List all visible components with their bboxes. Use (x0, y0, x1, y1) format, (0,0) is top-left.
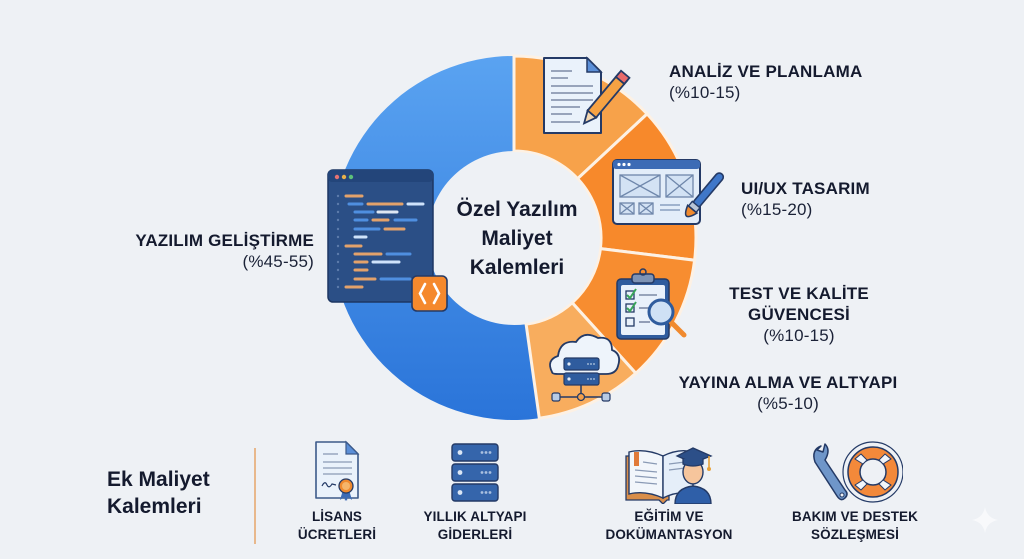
code-editor-icon (327, 169, 448, 312)
center-title-line-3: Kalemleri (469, 256, 565, 279)
label-uiux: UI/UX TASARIM (%15-20) (741, 178, 870, 220)
extra-item-altyapi: YILLIK ALTYAPI GİDERLERİ (410, 438, 540, 544)
extra-costs-title: Ek Maliyet Kalemleri (107, 466, 210, 520)
book-graduate-icon (588, 438, 750, 504)
label-yayina: YAYINA ALMA VE ALTYAPI (%5-10) (662, 372, 914, 414)
label-yazilim: YAZILIM GELİŞTİRME (%45-55) (116, 230, 314, 272)
extra-item-altyapi-line-1: YILLIK ALTYAPI (423, 509, 527, 524)
extra-item-bakim-line-2: SÖZLEŞMESİ (810, 527, 899, 542)
document-pencil-icon (543, 56, 631, 134)
donut-hole (428, 152, 600, 324)
wrench-lifebuoy-icon (776, 438, 934, 504)
label-analiz-range: (%10-15) (669, 83, 741, 102)
extra-item-lisans-line-2: ÜCRETLERİ (297, 527, 377, 542)
wireframe-brush-icon (612, 159, 725, 225)
extra-item-egitim: EĞİTİM VE DOKÜMANTASYON (588, 438, 750, 544)
segment-yazilim-gelistirme (331, 55, 540, 420)
extra-item-altyapi-line-2: GİDERLERİ (437, 527, 513, 542)
label-analiz-title: ANALİZ VE PLANLAMA (669, 62, 863, 81)
label-uiux-range: (%15-20) (741, 200, 813, 219)
extra-costs-title-line-1: Ek Maliyet (107, 468, 210, 491)
extra-item-bakim: BAKIM VE DESTEK SÖZLEŞMESİ (776, 438, 934, 544)
license-certificate-icon (282, 438, 392, 504)
donut-center-title: Özel Yazılım Maliyet Kalemleri (434, 195, 600, 282)
extra-costs-title-line-2: Kalemleri (107, 495, 202, 518)
label-test-title-1: TEST VE KALİTE (729, 284, 869, 303)
extra-item-bakim-line-1: BAKIM VE DESTEK (791, 509, 918, 524)
label-yazilim-title: YAZILIM GELİŞTİRME (135, 231, 314, 250)
center-title-line-1: Özel Yazılım (456, 198, 578, 221)
label-test: TEST VE KALİTE GÜVENCESİ (%10-15) (712, 283, 886, 346)
label-analiz: ANALİZ VE PLANLAMA (%10-15) (669, 61, 862, 103)
label-uiux-title: UI/UX TASARIM (741, 179, 870, 198)
label-yayina-title: YAYINA ALMA VE ALTYAPI (678, 373, 898, 392)
code-brackets-badge (411, 275, 448, 312)
label-yazilim-range: (%45-55) (242, 252, 314, 271)
section-divider (254, 448, 256, 544)
extra-item-egitim-line-2: DOKÜMANTASYON (605, 527, 733, 542)
sparkle-icon (972, 507, 998, 533)
extra-item-egitim-line-1: EĞİTİM VE (634, 509, 704, 524)
extra-item-lisans: LİSANS ÜCRETLERİ (282, 438, 392, 544)
label-test-title-2: GÜVENCESİ (748, 305, 850, 324)
server-rack-icon (410, 438, 540, 504)
extra-item-lisans-line-1: LİSANS (311, 509, 363, 524)
label-test-range: (%10-15) (763, 326, 835, 345)
label-yayina-range: (%5-10) (757, 394, 819, 413)
clipboard-magnifier-icon (616, 268, 687, 340)
cloud-server-icon (549, 333, 621, 402)
center-title-line-2: Maliyet (481, 227, 553, 250)
